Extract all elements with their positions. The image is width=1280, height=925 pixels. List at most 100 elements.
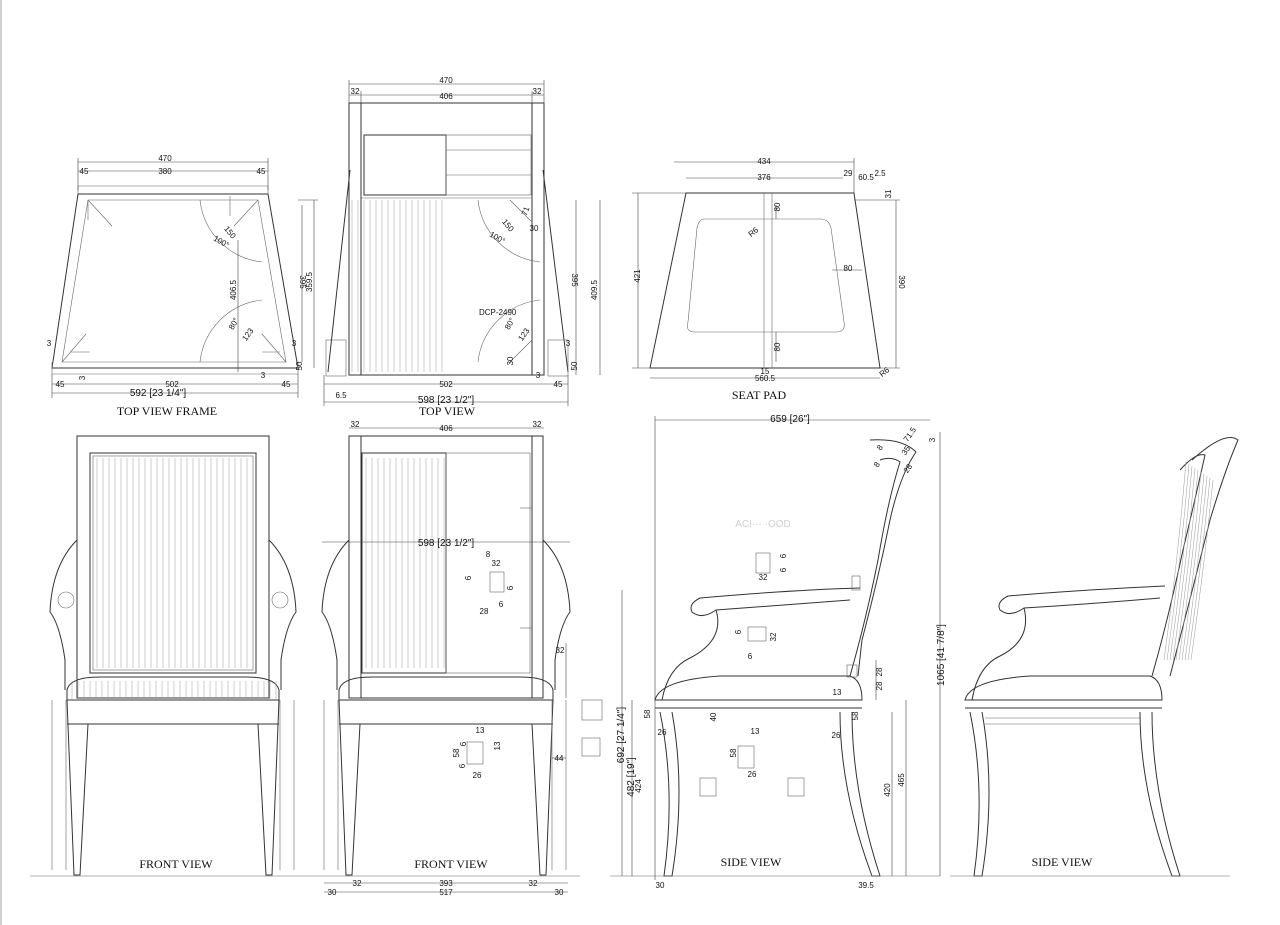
dim-sv-465: 465 [897,773,906,787]
dim-fv-30-right: 30 [555,888,564,897]
top-view-frame [51,158,318,398]
dim-fv-30-left: 30 [328,888,337,897]
dim-tvf-3-bottom-right: 3 [261,371,266,380]
dim-sp-31: 31 [884,189,893,198]
dim-tv-3-right: 3 [566,339,571,348]
dim-tv-123: 123 [516,326,531,343]
dim-tv-150: 150 [500,217,516,233]
side-view-back-ribs [1163,461,1214,661]
dim-sp-29: 29 [844,169,853,178]
dim-tvf-502: 502 [165,380,179,389]
dim-tv-3-bottom: 3 [536,371,541,380]
dim-sv-6-a: 6 [779,553,788,558]
dim-sv-13-a: 13 [833,688,842,697]
seat-pad [632,158,900,379]
dim-sv-3: 3 [928,437,937,442]
dim-tv-502: 502 [439,380,453,389]
hatch-line [1190,479,1214,661]
dim-tv-30-top: 30 [530,224,539,233]
dim-sp-60-5: 60.5 [858,173,874,182]
dim-sp-80-top: 80 [773,202,782,211]
dim-fv-13-b: 13 [493,741,502,750]
dim-sv-32-a: 32 [759,573,768,582]
dim-fv-6-a: 6 [464,575,473,580]
dim-tvf-3-bottom-left: 3 [78,375,87,380]
top-view-back-ribs [351,200,443,372]
hatch-line [1166,463,1190,661]
front-view-left-seat-stripes [71,681,277,699]
dim-tvf-395: 395 [298,275,307,289]
caption-seat-pad: SEAT PAD [732,388,787,402]
hatch-line [1184,475,1208,661]
dim-tv-45: 45 [554,380,563,389]
dim-fv-13-a: 13 [476,726,485,735]
front-view-right [300,427,603,893]
dim-sv-28-b: 28 [875,667,884,676]
dim-sv-39-5: 39.5 [858,881,874,890]
dim-fv-393: 393 [439,879,453,888]
dim-sv-6-b: 6 [779,567,788,572]
dim-sv-26-b: 26 [832,731,841,740]
hatch-line [1181,473,1205,661]
side-view-plain [950,437,1239,877]
dim-sv-1065: 1065 [41 7/8"] [936,624,947,686]
dim-sv-8-b: 8 [872,460,882,469]
dim-sv-692: 692 [27 1/4"] [616,707,627,764]
dim-fv-6-e: 6 [458,763,467,768]
hatch-line [1187,477,1211,661]
dim-tvf-359-5: 359.5 [305,271,314,292]
caption-side-view-right: SIDE VIEW [1032,855,1093,869]
dim-tvf-406-5: 406.5 [229,279,238,300]
dim-sp-2-5: 2.5 [874,169,886,178]
dim-fv-58: 58 [452,748,461,757]
dim-sv-58-a: 58 [643,709,652,718]
dim-sv-6-c: 6 [734,629,743,634]
dim-sv-58-b: 58 [851,711,860,720]
dim-fv-26: 26 [473,771,482,780]
dim-tv-71: 71 [520,205,532,217]
caption-front-view-right: FRONT VIEW [414,857,488,871]
dim-fv-32-left: 32 [351,420,360,429]
dim-fv-406: 406 [439,424,453,433]
caption-top-view-frame: TOP VIEW FRAME [117,404,217,418]
dim-sv-71-5: 71.5 [902,425,919,443]
dim-tvf-45-bl: 45 [56,380,65,389]
dim-tvf-inner-width: 380 [158,167,172,176]
dim-fv-517: 517 [439,888,453,897]
dim-sp-376: 376 [757,173,771,182]
caption-front-view-left: FRONT VIEW [139,857,213,871]
dim-sv-30: 30 [656,881,665,890]
dim-tv-406: 406 [439,92,453,101]
dim-sv-58-c: 58 [729,748,738,757]
dim-tvf-angle-80: 80° [227,316,241,331]
watermark-text: ACI··· ·OOD [735,519,791,530]
dim-tvf-592: 592 [23 1/4"] [130,388,187,399]
hatch-line [1163,461,1187,661]
dim-tv-470: 470 [439,76,453,85]
dim-tv-32-right: 32 [533,87,542,96]
dim-tvf-left-rail: 45 [80,167,89,176]
dim-sv-482: 482 [19"] [626,757,637,797]
dim-sv-32-b: 32 [769,632,778,641]
dim-tvf-123: 123 [240,326,255,343]
dim-tv-angle-80: 80° [503,316,517,331]
dim-fv-598: 598 [23 1/2"] [418,538,475,549]
dim-fv-6-c: 6 [499,600,504,609]
front-view-left-back-ribs [96,458,248,668]
dim-tv-598: 598 [23 1/2"] [418,395,475,406]
hatch-line [1169,465,1193,661]
dim-tvf-45-br: 45 [282,380,291,389]
part-code-label: DCP-2490 [479,308,517,317]
dim-sv-8-a: 8 [875,443,885,452]
dim-fv-32-detail: 32 [492,559,501,568]
dim-sp-80-side: 80 [844,264,853,273]
dim-sv-424: 424 [634,779,643,793]
dim-sv-35: 35 [900,444,913,457]
dim-sp-390: 390 [897,275,906,289]
dim-sp-434: 434 [757,157,771,166]
front-view-left [30,435,300,877]
dim-fv-32-leg-left: 32 [353,879,362,888]
dim-sv-13-b: 13 [751,727,760,736]
hatch-line [1172,467,1196,661]
